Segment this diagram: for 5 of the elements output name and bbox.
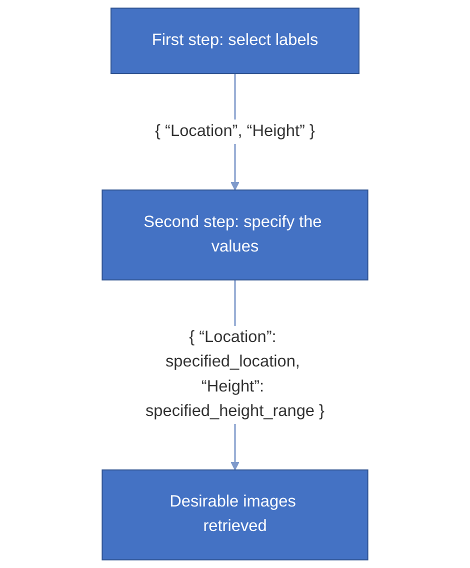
edge-label: { “Location”, “Height” } [155, 122, 315, 140]
node-box: First step: select labels [110, 8, 360, 74]
node-box: Second step: specify the values [102, 190, 368, 280]
node-box: Desirable images retrieved [102, 469, 368, 560]
edge-label: { “Location”: specified_location, “Height”: specified_height_range } [145, 328, 325, 420]
